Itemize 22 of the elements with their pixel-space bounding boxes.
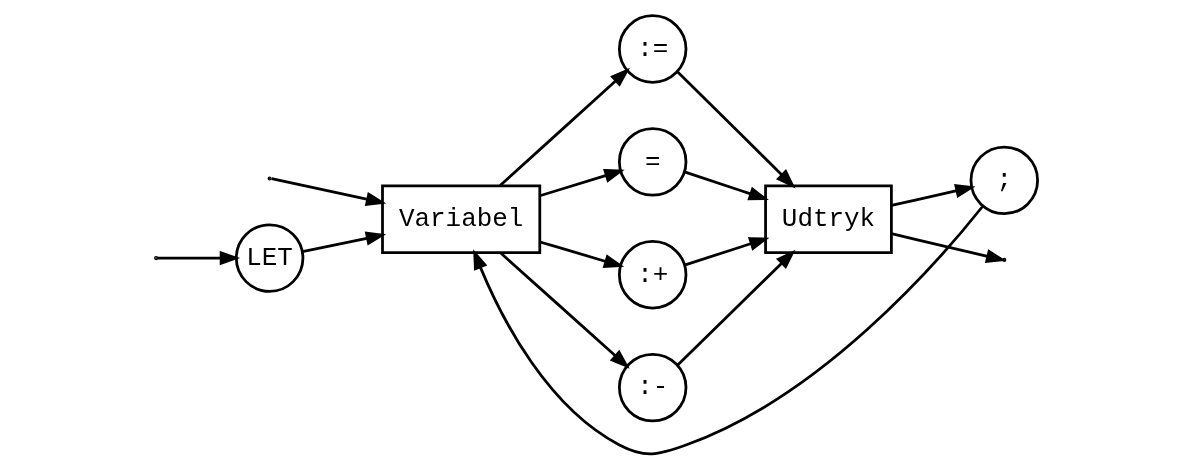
arrow: [156, 250, 240, 266]
node-circle: :-: [617, 352, 687, 423]
node-circle: =: [617, 127, 687, 197]
node-circle: LET: [234, 223, 304, 293]
node-circle: ;: [969, 145, 1039, 216]
arrow: [684, 237, 769, 267]
node-circle: :=: [617, 14, 687, 84]
arrow: [890, 183, 975, 207]
node-circle: :+: [617, 240, 687, 310]
arrow: [498, 67, 630, 187]
arrow: [472, 205, 983, 456]
arrow: [499, 252, 630, 369]
arrow: [683, 170, 769, 201]
arrow: [676, 249, 796, 366]
arrow: [890, 232, 1006, 264]
arrow: [539, 168, 625, 198]
arrow: [301, 231, 386, 253]
node-box: Udtryk: [763, 184, 893, 254]
node-box: Variabel: [380, 184, 541, 254]
arrow: [676, 70, 796, 189]
arrow: [270, 177, 386, 207]
arrow: [539, 240, 624, 268]
